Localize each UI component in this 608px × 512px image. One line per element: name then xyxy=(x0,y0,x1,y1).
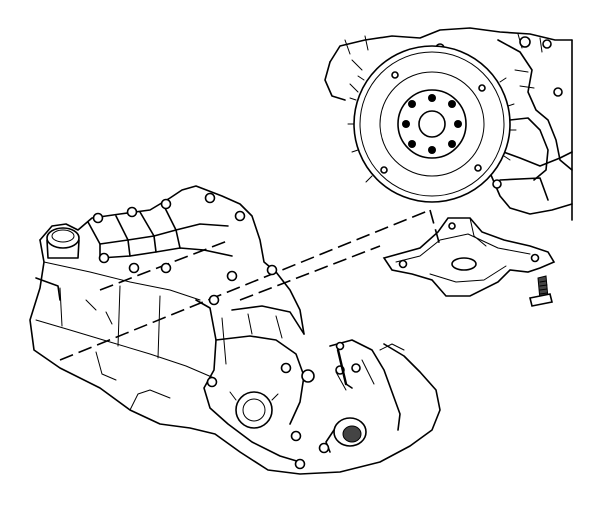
torque-converter-housing xyxy=(195,299,405,470)
flywheel xyxy=(347,45,517,203)
bolt xyxy=(529,275,553,307)
alignment-guide xyxy=(59,209,441,361)
dipstick-tube xyxy=(335,341,353,389)
mount-bracket xyxy=(382,217,556,297)
transaxle-case xyxy=(29,185,441,475)
